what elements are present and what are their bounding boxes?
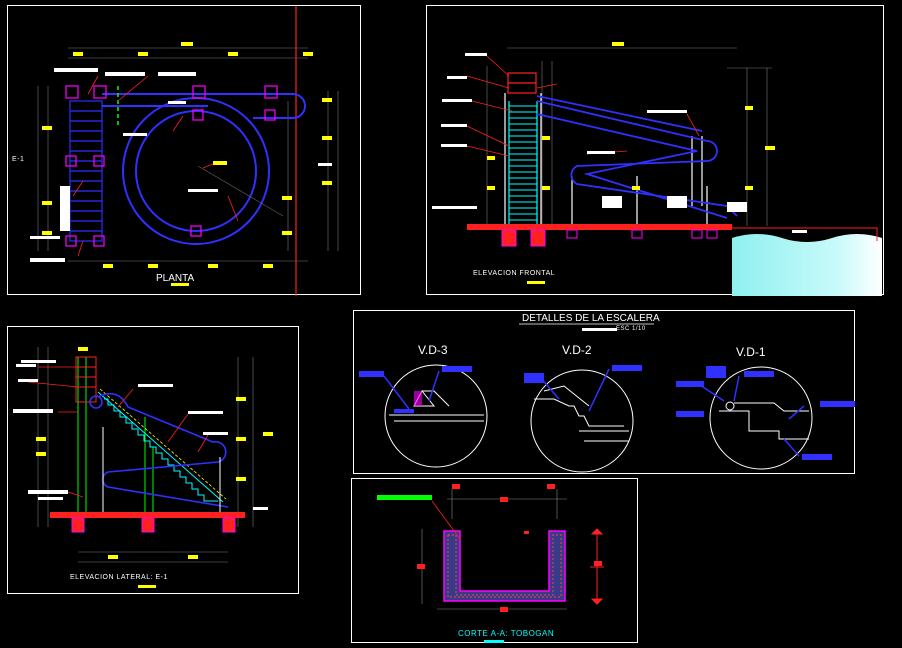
frontal-panel: ELEVACION FRONTAL (426, 5, 884, 296)
detalles-scale: ESC 1/10 (616, 326, 646, 332)
planta-drawing (30, 6, 339, 296)
lateral-drawing (13, 347, 273, 588)
detalles-drawing (359, 323, 855, 473)
frontal-title: ELEVACION FRONTAL (473, 270, 556, 277)
frontal-drawing (432, 42, 882, 296)
detail-label-vd2: V.D-2 (562, 343, 592, 357)
lateral-title: ELEVACION LATERAL: E-1 (70, 574, 168, 581)
planta-title: PLANTA (156, 273, 195, 284)
detail-label-vd3: V.D-3 (418, 343, 448, 357)
detail-vd3 (384, 364, 488, 468)
detalles-panel: DETALLES DE LA ESCALERA ESC 1/10 V.D-3 V… (353, 310, 855, 474)
detail-label-vd1: V.D-1 (736, 345, 766, 359)
corte-drawing (377, 484, 604, 643)
planta-side-mark: E-1 (12, 156, 25, 163)
corte-panel: CORTE A-A: TOBOGAN (351, 478, 638, 643)
corte-title: CORTE A-A: TOBOGAN (458, 629, 555, 638)
planta-panel: E-1 PLANTA (7, 5, 361, 296)
detalles-title: DETALLES DE LA ESCALERA (522, 313, 660, 324)
lateral-panel: ELEVACION LATERAL: E-1 (7, 326, 299, 594)
